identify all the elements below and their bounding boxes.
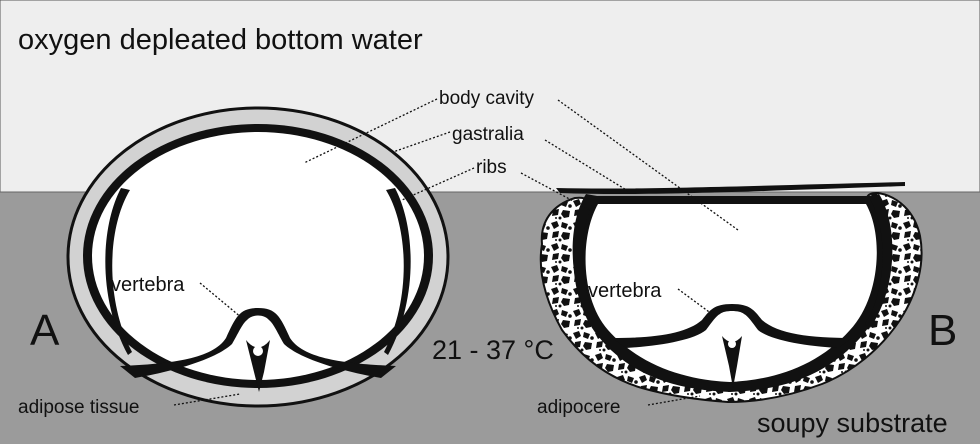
panel-a-label: A bbox=[30, 306, 60, 355]
leader-adipocere bbox=[647, 395, 701, 406]
panel-b-label: B bbox=[928, 306, 957, 355]
vertebra-a-label: vertebra bbox=[111, 274, 185, 296]
rib-left-b bbox=[572, 194, 600, 328]
gastralia-b bbox=[556, 182, 905, 195]
neural-canal-b bbox=[728, 340, 736, 348]
rib-right-b bbox=[865, 194, 893, 328]
water-label: oxygen depleated bottom water bbox=[18, 24, 423, 56]
leader-vertebra-a bbox=[199, 282, 243, 319]
leader-ribs-b bbox=[520, 172, 591, 211]
vertebra-b bbox=[612, 304, 852, 348]
carcass-b bbox=[539, 182, 923, 404]
body-cavity-a bbox=[92, 132, 424, 380]
vertebra-a bbox=[120, 308, 396, 378]
body-cavity-label: body cavity bbox=[439, 88, 535, 109]
leader-body-cavity-b bbox=[557, 99, 739, 231]
neural-canal-a bbox=[253, 346, 263, 356]
leader-lines bbox=[173, 98, 739, 406]
leader-ribs-a bbox=[401, 167, 475, 201]
adipocere-label: adipocere bbox=[537, 397, 620, 418]
adipose-tissue-label: adipose tissue bbox=[18, 397, 139, 418]
vertebra-b-label: vertebra bbox=[588, 280, 662, 302]
rib-left-a bbox=[105, 188, 132, 355]
temperature-label: 21 - 37 °C bbox=[432, 335, 554, 365]
substrate-label: soupy substrate bbox=[757, 408, 948, 438]
ribs-label: ribs bbox=[476, 157, 507, 178]
leader-gastralia-b bbox=[544, 139, 629, 192]
rib-right-a bbox=[384, 188, 411, 355]
gastralia-label: gastralia bbox=[452, 124, 524, 145]
leader-body-cavity-a bbox=[303, 98, 438, 164]
leader-adipose-tissue bbox=[173, 393, 241, 406]
spinous-process-a bbox=[246, 340, 270, 392]
carcass-a bbox=[66, 106, 450, 408]
spinous-process-b bbox=[722, 336, 742, 388]
